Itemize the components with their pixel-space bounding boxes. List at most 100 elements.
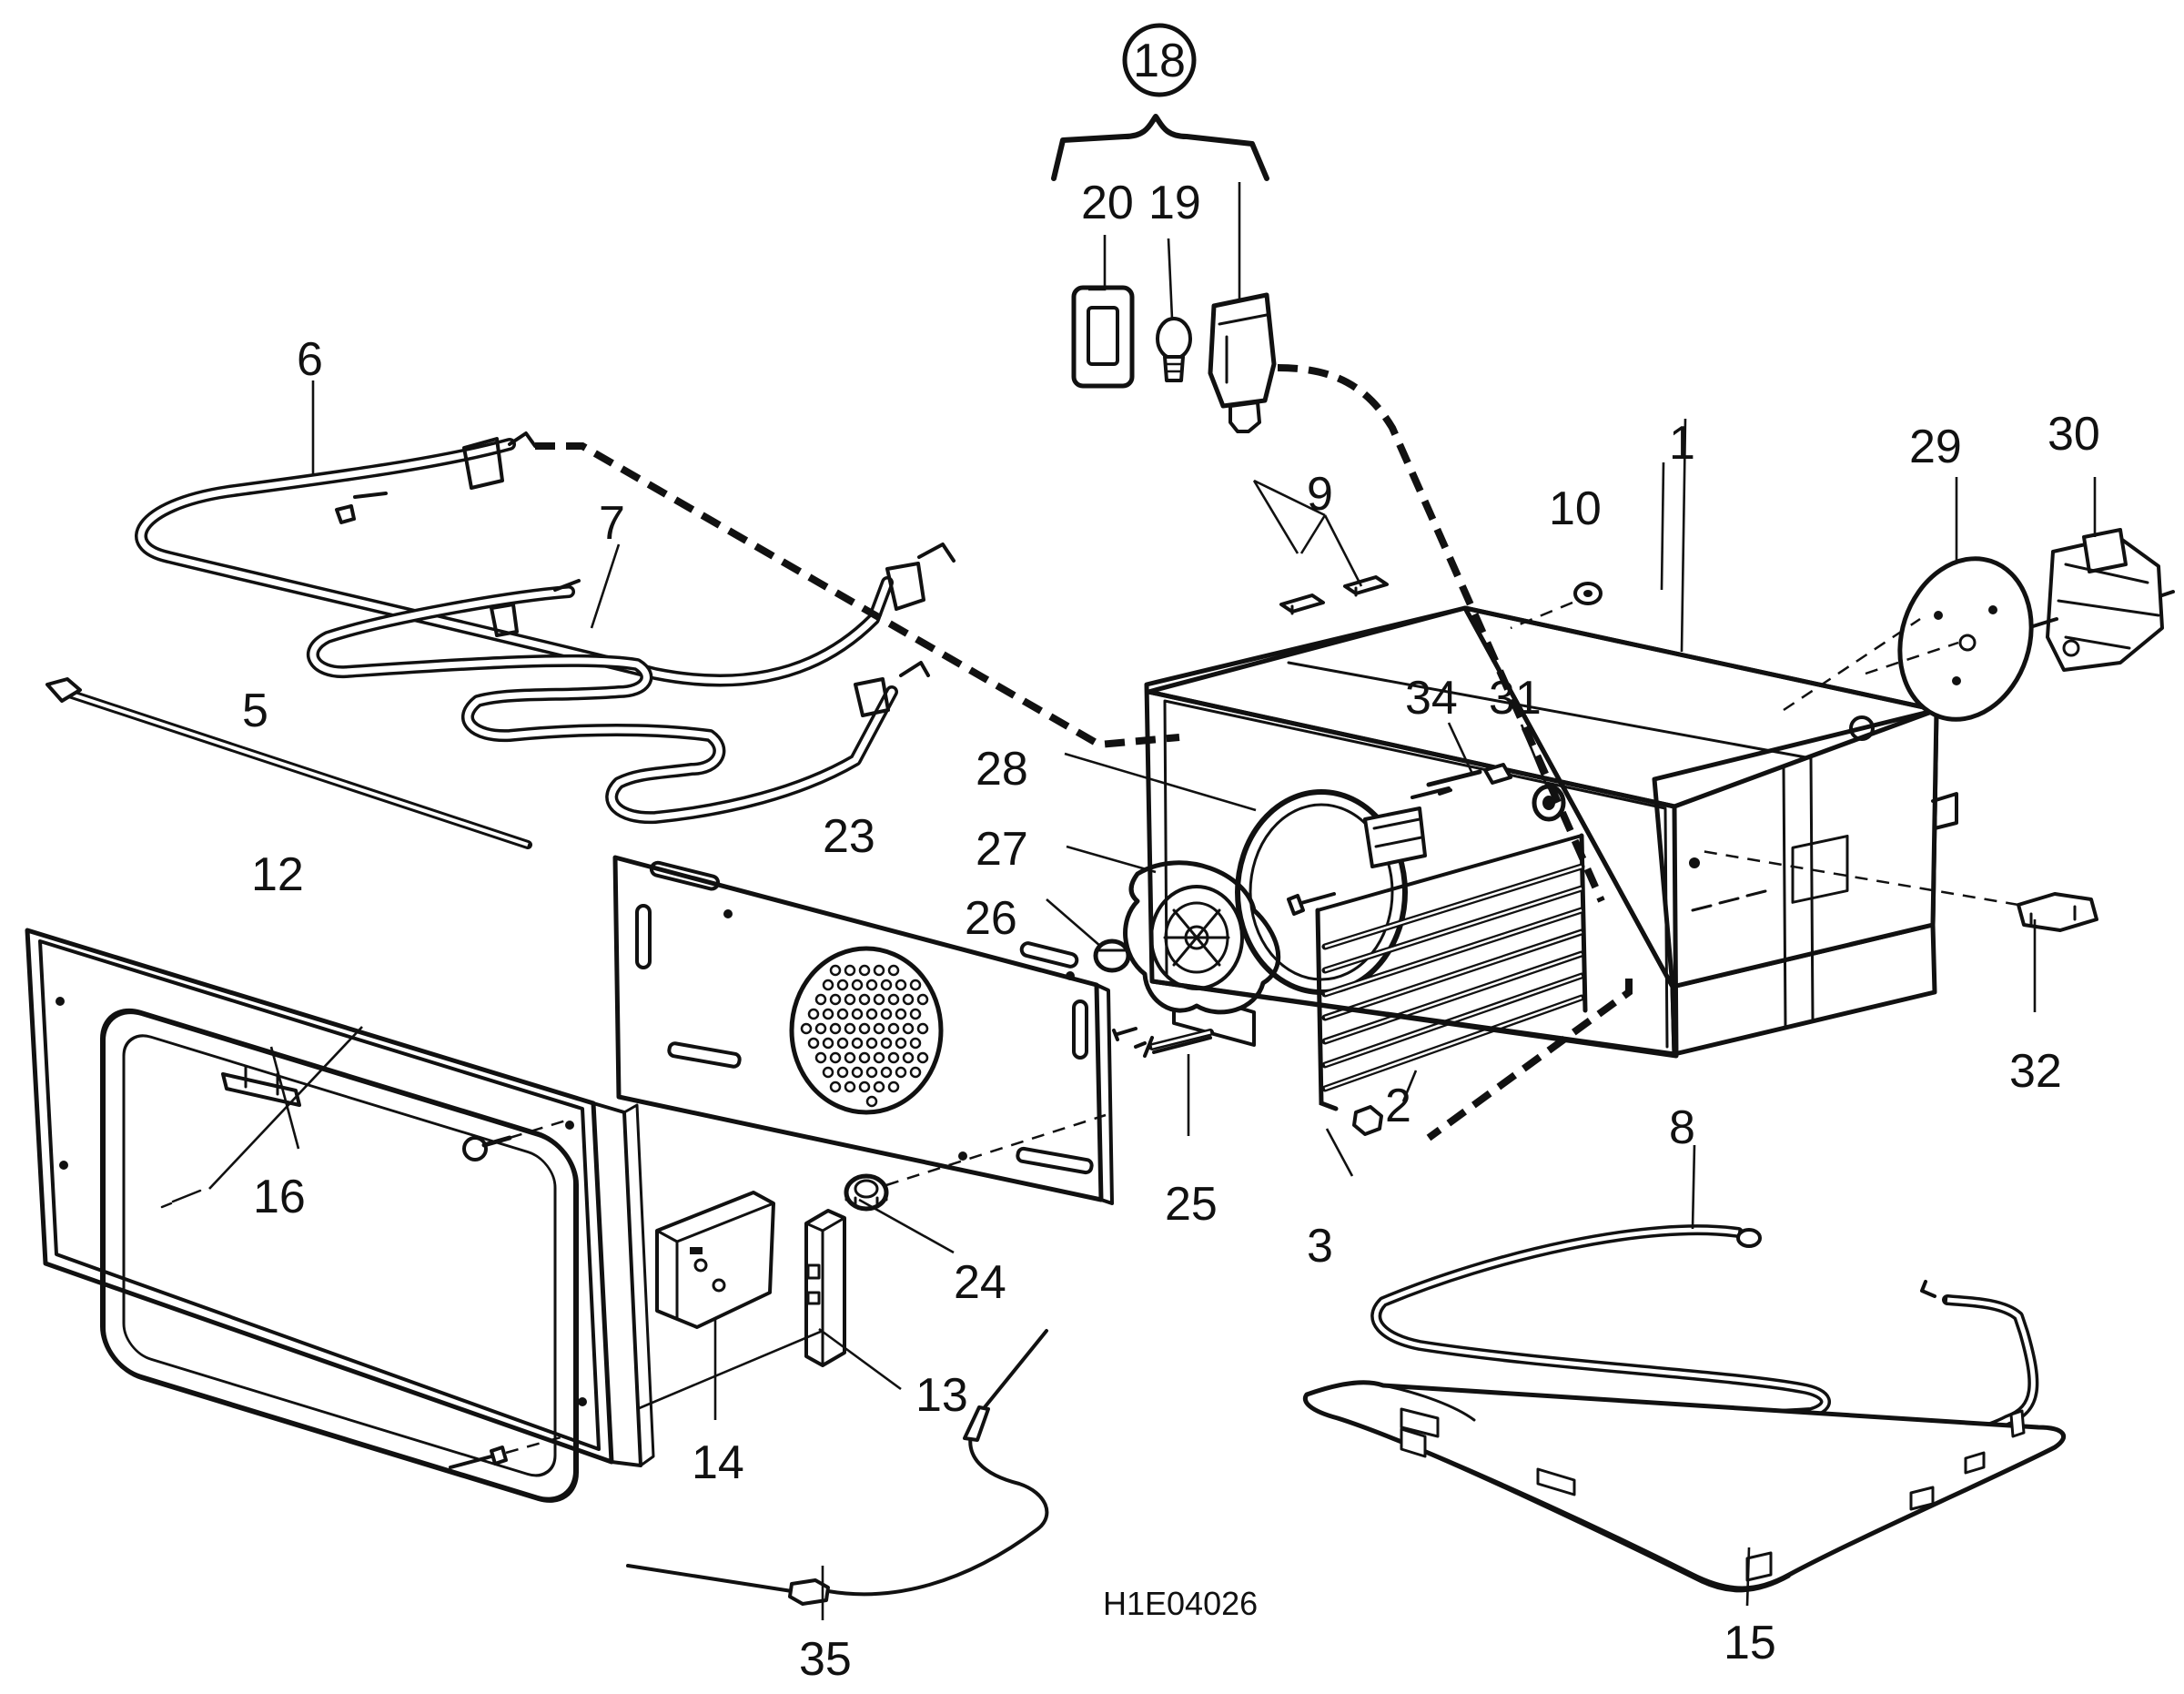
- part-12-oven-door: [25, 928, 655, 1503]
- label-7: 7: [599, 497, 625, 550]
- grille-hole: [887, 1022, 900, 1035]
- rack-wire-highlight: [1324, 974, 1582, 1067]
- grille-hole: [895, 979, 907, 991]
- part-19-bulb: [1156, 317, 1192, 382]
- grille-hole: [844, 964, 856, 977]
- grille-hole: [851, 1037, 864, 1050]
- grille-hole: [814, 993, 827, 1006]
- grille-hole: [807, 1008, 820, 1020]
- grille-hole: [887, 1051, 900, 1064]
- part-2-shelf-runner-rack: [1315, 833, 1588, 1111]
- grille-hole: [814, 1051, 827, 1064]
- rack-wire-highlight: [1324, 930, 1582, 1019]
- part-30-fan-motor: [2031, 528, 2175, 672]
- part-9-clips: [1279, 575, 1389, 615]
- rack-wire: [1316, 834, 1583, 912]
- grille-hole: [829, 1080, 842, 1093]
- grille-hole: [858, 964, 871, 977]
- part-34-screw: [1426, 763, 1512, 787]
- grille-hole: [844, 1080, 856, 1093]
- diagram-code: H1E04026: [1103, 1585, 1258, 1622]
- part-7-serpentine-element: [307, 579, 930, 825]
- leader-lines: [269, 182, 2097, 1620]
- rack-wire-highlight: [1324, 865, 1582, 948]
- grille-hole: [844, 1051, 856, 1064]
- grille-hole: [909, 979, 922, 991]
- part-15-bottom-tray: [1303, 1380, 2067, 1593]
- grille-hole: [880, 1037, 893, 1050]
- grille-hole: [836, 1008, 849, 1020]
- door-screw: [462, 1118, 570, 1161]
- grille-hole: [887, 1080, 900, 1093]
- grille-hole: [873, 1051, 885, 1064]
- part-24-nut: [844, 1113, 1107, 1212]
- grille-hole: [895, 1037, 907, 1050]
- grille-hole: [800, 1022, 813, 1035]
- label-34: 34: [1405, 672, 1458, 725]
- grille-hole: [902, 993, 915, 1006]
- grille-hole: [836, 979, 849, 991]
- part-1-oven-cavity: [1144, 605, 1958, 1059]
- grille-hole: [873, 964, 885, 977]
- part-16-door-catch: [160, 1026, 363, 1209]
- grille-hole: [916, 1022, 929, 1035]
- label-10: 10: [1549, 482, 1602, 535]
- grille-hole: [909, 1008, 922, 1020]
- part-23-fan-cover-panel: [612, 855, 1114, 1205]
- label-27: 27: [976, 823, 1028, 876]
- label-13: 13: [915, 1369, 968, 1422]
- label-1: 1: [1669, 417, 1695, 470]
- grille-hole: [829, 1051, 842, 1064]
- door-hinge-pin: [449, 1435, 565, 1469]
- part-3-clip: [1352, 1105, 1383, 1136]
- label-24: 24: [954, 1256, 1006, 1309]
- grille-hole: [895, 1008, 907, 1020]
- label-35: 35: [799, 1633, 852, 1686]
- label-31: 31: [1489, 672, 1542, 725]
- rack-wire: [1579, 833, 1588, 1013]
- label-26: 26: [965, 892, 1017, 945]
- grille-hole: [822, 1008, 834, 1020]
- grille-hole: [916, 993, 929, 1006]
- grille-hole: [829, 993, 842, 1006]
- grille-hole: [822, 1037, 834, 1050]
- label-15: 15: [1724, 1617, 1776, 1669]
- grille-hole: [865, 1095, 878, 1108]
- label-19: 19: [1148, 177, 1201, 229]
- grille-hole: [865, 1008, 878, 1020]
- grille-hole: [844, 1022, 856, 1035]
- label-12: 12: [251, 848, 304, 901]
- label-9: 9: [1307, 468, 1333, 521]
- label-32: 32: [2009, 1045, 2062, 1098]
- grille-hole: [807, 1037, 820, 1050]
- grille-hole: [909, 1066, 922, 1079]
- rack-wire: [1315, 908, 1339, 1111]
- label-25: 25: [1165, 1178, 1218, 1231]
- callout-labels: 20 19 6 7 9 10 1 29 30 5 34 31 28 23 12 …: [242, 177, 2100, 1686]
- rack-wire-highlight: [1324, 996, 1582, 1090]
- grille-hole: [858, 993, 871, 1006]
- grille-hole: [865, 1066, 878, 1079]
- part-29-mounting-plate: [1783, 556, 2034, 722]
- label-20: 20: [1081, 177, 1134, 229]
- grille-hole: [902, 1022, 915, 1035]
- fan-grille-perforation: [800, 964, 929, 1108]
- grille-hole: [844, 993, 856, 1006]
- part-13-door-hinge: [636, 1209, 846, 1411]
- label-8: 8: [1669, 1101, 1695, 1154]
- grille-hole: [916, 1051, 929, 1064]
- part-35-temperature-probe: [626, 1329, 1049, 1606]
- part-14-hinge-bracket: [655, 1191, 775, 1329]
- grille-hole: [880, 1008, 893, 1020]
- part-28-fan-motor: [1235, 786, 1452, 995]
- grille-hole: [887, 964, 900, 977]
- grille-hole: [880, 1066, 893, 1079]
- label-2: 2: [1385, 1080, 1411, 1132]
- group-number: 18: [1133, 35, 1186, 87]
- grille-hole: [880, 979, 893, 991]
- rack-wire-highlight: [1324, 952, 1582, 1043]
- grille-hole: [829, 1022, 842, 1035]
- grille-hole: [873, 993, 885, 1006]
- rack-wire-highlight: [1324, 908, 1582, 996]
